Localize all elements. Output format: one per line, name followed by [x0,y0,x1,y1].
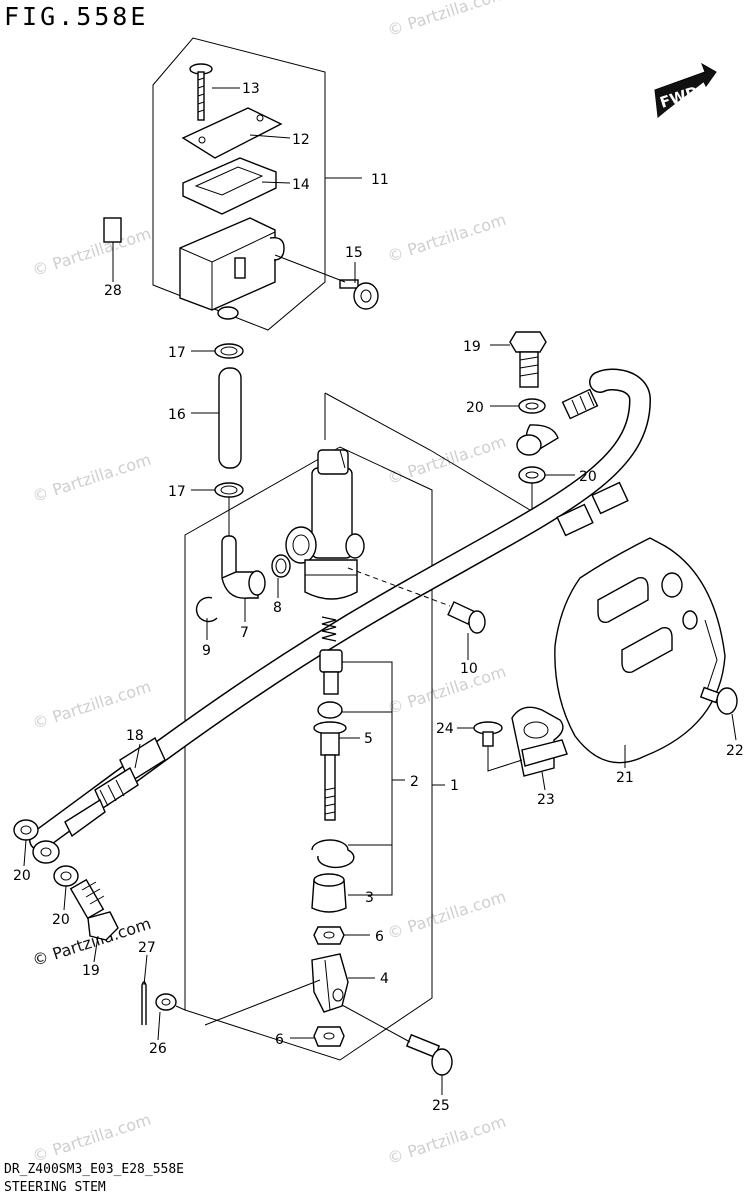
group-box-reservoir [152,37,326,331]
screw-icon [473,721,503,747]
callout-26: 26 [149,1041,167,1057]
clevis-pin-icon [405,1033,453,1076]
banjo-bolt-icon [509,331,547,388]
piston-icon [319,649,343,695]
callout-16: 16 [168,407,186,423]
washer-icon [518,466,546,484]
callout-10: 10 [460,661,478,677]
callout-3: 3 [365,890,374,906]
screw-icon [447,601,486,634]
footer-name: STEERING STEM [4,1180,106,1195]
callout-20: 20 [579,469,597,485]
callout-11: 11 [371,172,389,188]
clip-icon [103,217,122,243]
callout-28: 28 [104,283,122,299]
washer-icon [13,819,39,841]
callout-20: 20 [466,400,484,416]
guard-cover-icon [554,537,726,764]
callout-7: 7 [240,625,249,641]
callout-25: 25 [432,1098,450,1114]
callout-12: 12 [292,132,310,148]
hose-icon [218,367,242,469]
figure-title: FIG.558E [4,2,149,31]
callout-20: 20 [13,868,31,884]
bolt-icon [339,279,379,310]
callout-24: 24 [436,721,454,737]
callout-14: 14 [292,177,310,193]
o-ring-icon [271,554,291,578]
callout-17: 17 [168,484,186,500]
callout-5: 5 [364,731,373,747]
hose-guide-bracket-icon [511,706,568,777]
callout-22: 22 [726,743,744,759]
push-rod-icon [313,721,347,821]
washer-icon [53,865,79,887]
cup-seal-icon [317,701,343,719]
callout-2: 2 [410,774,419,790]
boot-icon [311,873,347,913]
callout-27: 27 [138,940,156,956]
callout-1: 1 [450,778,459,794]
callout-4: 4 [380,971,389,987]
callout-20: 20 [52,912,70,928]
callout-15: 15 [345,245,363,261]
snap-ring-icon [311,839,355,869]
callout-9: 9 [202,643,211,659]
callout-21: 21 [616,770,634,786]
nut-icon [313,1026,345,1047]
callout-6: 6 [275,1032,284,1048]
spring-icon [321,616,337,642]
brake-hose-icon [30,369,650,850]
forward-arrow-icon: FWD [654,62,717,118]
reservoir-cap-icon [181,107,283,159]
nut-icon [313,926,345,945]
banjo-bolt-icon [69,878,119,941]
hose-clamp-icon [214,343,244,359]
master-cylinder-body-icon [285,449,365,600]
callout-18: 18 [126,728,144,744]
hose-fitting-icon [32,736,166,864]
screw-icon [189,63,213,121]
callout-13: 13 [242,81,260,97]
washer-icon [518,398,546,414]
footer-code: DR_Z400SM3_E03_E28_558E [4,1162,185,1177]
callout-23: 23 [537,792,555,808]
hose-fitting-icon [516,388,629,537]
hose-elbow-icon [221,535,266,599]
cotter-pin-icon [141,981,147,1025]
leader-lines [23,87,737,1095]
callout-17: 17 [168,345,186,361]
callout-19: 19 [463,339,481,355]
circlip-icon [195,596,218,623]
reservoir-body-icon [179,217,285,320]
callout-6: 6 [375,929,384,945]
callout-19: 19 [82,963,100,979]
bolt-icon [699,686,738,715]
washer-icon [155,993,177,1011]
callout-8: 8 [273,600,282,616]
clevis-icon [311,953,349,1013]
hose-clamp-icon [214,482,244,498]
